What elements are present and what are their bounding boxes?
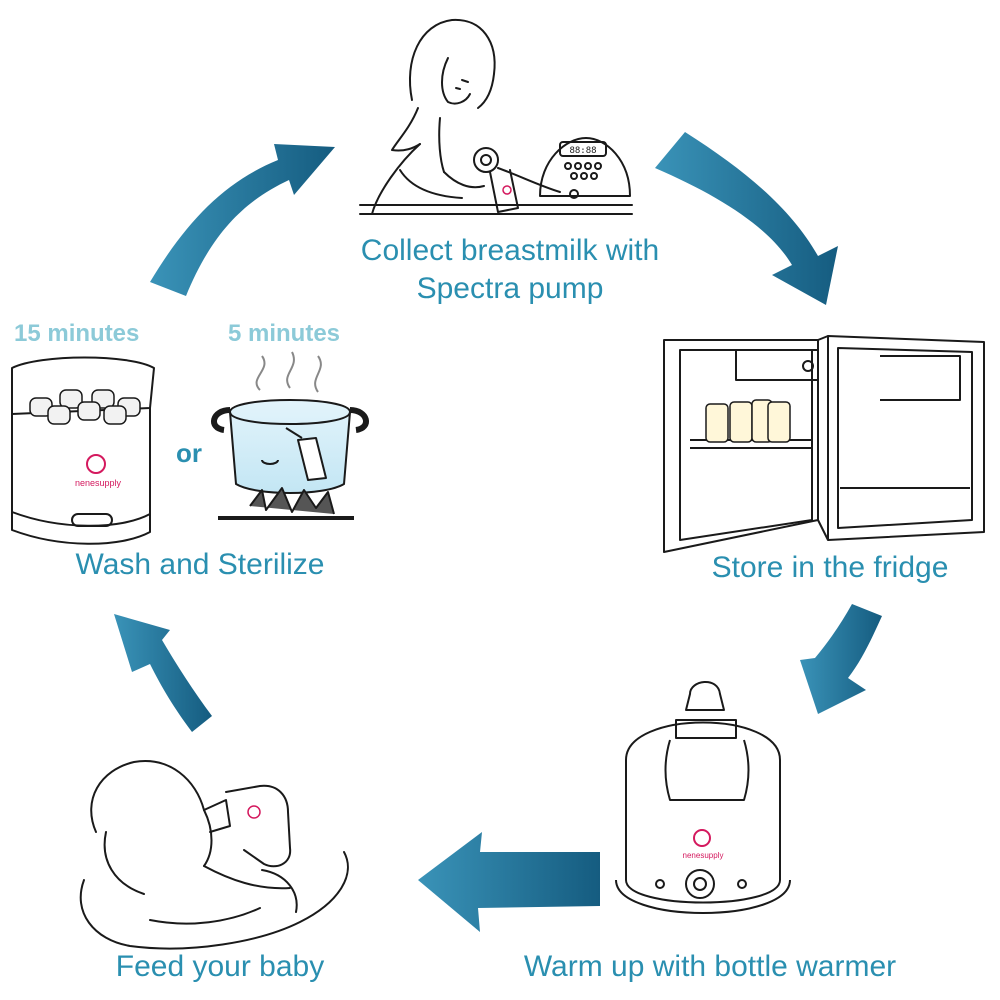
sterilizer-time-label: 15 minutes — [14, 320, 140, 347]
option-separator-label: or — [176, 438, 202, 468]
woman-pumping-illustration — [359, 18, 633, 215]
step-collect-label: Collect breastmilk with Spectra pump — [300, 232, 720, 308]
step-feed-label: Feed your baby — [115, 950, 325, 983]
arrow-to-feed — [418, 832, 600, 932]
sterilizer-logo-icon — [86, 454, 106, 474]
boiling-pot-illustration — [211, 351, 369, 520]
arrow-to-wash — [114, 614, 212, 732]
arrow-to-collect — [150, 144, 335, 296]
sterilizer-illustration — [11, 356, 155, 545]
arrow-to-fridge — [655, 132, 838, 305]
bottle-warmer-illustration — [615, 681, 791, 914]
warmer-logo-icon — [693, 829, 711, 847]
step-collect-line1: Collect breastmilk with — [360, 234, 660, 267]
baby-bottle-logo-icon — [247, 805, 261, 819]
sterilizer-brand-label: nenesupply — [75, 478, 122, 488]
step-wash-label: Wash and Sterilize — [75, 548, 325, 581]
warmer-brand-label: nenesupply — [683, 851, 724, 860]
step-store-label: Store in the fridge — [711, 551, 949, 584]
baby-feeding-illustration — [79, 760, 349, 950]
pump-bottle-logo-icon — [502, 185, 512, 195]
fridge-illustration — [663, 335, 985, 553]
sterilizer-bottles — [29, 389, 141, 425]
step-warm-label: Warm up with bottle warmer — [523, 950, 897, 983]
step-collect-line2: Spectra pump — [416, 272, 604, 305]
pump-display: 88:88 — [569, 146, 596, 156]
arrow-to-warmer — [800, 604, 882, 714]
boil-time-label: 5 minutes — [228, 320, 341, 347]
milk-bottles-in-fridge — [705, 399, 791, 443]
